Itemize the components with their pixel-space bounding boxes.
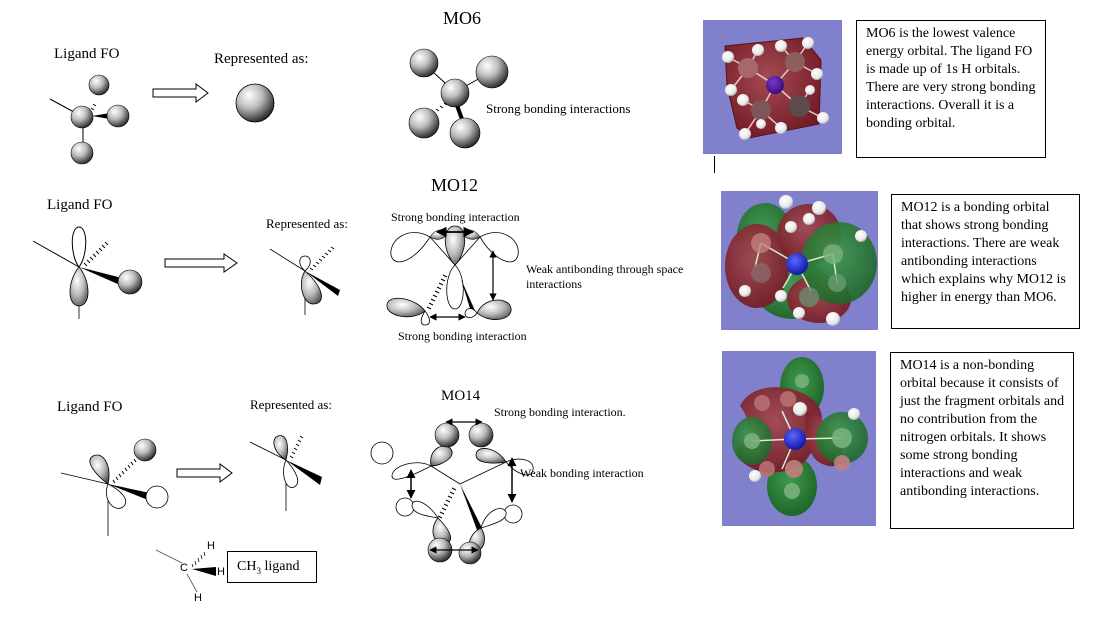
mo12-render [721,191,878,330]
mo14-render [722,351,876,526]
carbon-atom [70,105,94,129]
mo-title: MO12 [431,175,479,195]
represented-as-label: Represented as: [214,51,309,67]
ligand-fo-diagram [49,74,130,165]
represented-as-label: Represented as: [250,397,332,412]
ligand-fo-label: Ligand FO [54,46,120,62]
mo14-diagram [370,418,534,565]
mo6-description-box: MO6 is the lowest valence energy orbital… [856,20,1046,158]
ligand-fo-diagram [32,226,143,319]
annotation-strong-bonding-bottom: Strong bonding interaction [398,329,527,343]
ch3-prefix: CH [237,559,257,574]
hydrogen-atom-label: H [217,566,225,578]
mo-title: MO6 [443,8,482,28]
annotation-strong-bonding-top: Strong bonding interaction [391,210,520,224]
h-atom [88,74,110,96]
combined-ligand-orbital [235,83,275,123]
arrow-icon [164,253,238,273]
mo6-diagram [408,48,509,149]
ligand-fo-label: Ligand FO [57,399,123,415]
annotation-strong-bonding: Strong bonding interactions [486,101,631,116]
arrow-icon [152,83,209,103]
h-atom [106,104,130,128]
ch3-subscript: 3 [256,565,261,576]
ch3-drawing [155,549,216,593]
annotation-strong-bonding: Strong bonding interaction. [494,405,626,419]
combined-ligand-orbital [249,435,322,511]
h-atom [70,141,94,165]
mo12-diagram [386,225,519,326]
divider-line [714,156,715,173]
ch3-suffix: ligand [260,559,300,574]
represented-as-label: Represented as: [266,216,348,231]
ligand-fo-label: Ligand FO [47,197,113,213]
arrow-icon [176,463,233,483]
annotation-weak-antibonding: Weak antibonding through space interacti… [526,262,684,291]
hydrogen-atom-label: H [194,592,202,604]
hydrogen-atom-label: H [207,540,215,552]
mo14-description-box: MO14 is a non-bonding orbital because it… [890,352,1074,529]
ligand-fo-diagram [60,438,169,536]
combined-ligand-orbital [269,246,340,315]
annotation-weak-bonding: Weak bonding interaction [520,466,644,480]
carbon-atom-label: C [180,562,188,574]
mo6-render [703,20,842,154]
ch3-ligand-label-box: CH3 ligand [227,551,317,583]
mo-title: MO14 [441,388,481,404]
mo12-description-box: MO12 is a bonding orbital that shows str… [891,194,1080,329]
